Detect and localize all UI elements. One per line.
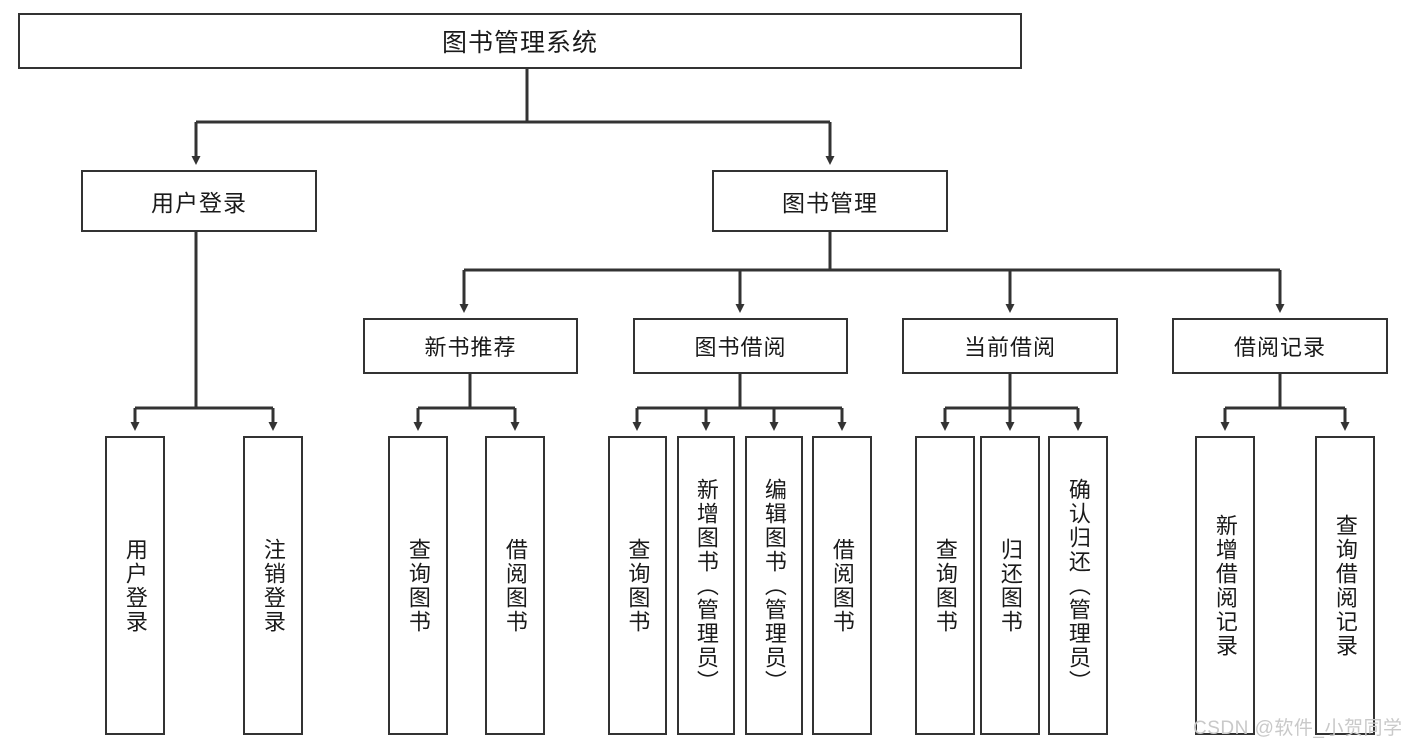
leaf-label: 用户登录 xyxy=(122,537,148,634)
leaf-add-borrow-record[interactable]: 新增借阅记录 xyxy=(1195,436,1255,735)
leaf-label: 编辑图书（管理员） xyxy=(761,477,787,694)
node-book-management[interactable]: 图书管理 xyxy=(712,170,948,232)
leaf-label: 借阅图书 xyxy=(829,537,855,634)
leaf-label: 注销登录 xyxy=(260,537,286,634)
watermark: CSDN @软件_小贺同学 xyxy=(1193,718,1403,739)
leaf-edit-book-admin[interactable]: 编辑图书（管理员） xyxy=(745,436,803,735)
leaf-user-logout[interactable]: 注销登录 xyxy=(243,436,303,735)
node-current-borrow[interactable]: 当前借阅 xyxy=(902,318,1118,374)
leaf-query-book-recommend[interactable]: 查询图书 xyxy=(388,436,448,735)
node-root-label: 图书管理系统 xyxy=(441,29,598,57)
node-book-borrow-label: 图书借阅 xyxy=(694,335,787,360)
leaf-label: 查询图书 xyxy=(405,537,431,634)
leaf-query-book-borrow[interactable]: 查询图书 xyxy=(608,436,667,735)
node-new-book-recommend[interactable]: 新书推荐 xyxy=(363,318,578,374)
node-borrow-record-label: 借阅记录 xyxy=(1233,335,1326,360)
leaf-label: 新增图书（管理员） xyxy=(693,477,719,694)
leaf-borrow-book-recommend[interactable]: 借阅图书 xyxy=(485,436,545,735)
leaf-label: 查询借阅记录 xyxy=(1332,513,1358,658)
leaf-label: 归还图书 xyxy=(997,537,1023,634)
node-new-book-recommend-label: 新书推荐 xyxy=(424,335,517,360)
leaf-borrow-book[interactable]: 借阅图书 xyxy=(812,436,872,735)
leaf-confirm-return-admin[interactable]: 确认归还（管理员） xyxy=(1048,436,1108,735)
node-current-borrow-label: 当前借阅 xyxy=(963,335,1056,360)
node-user-login[interactable]: 用户登录 xyxy=(81,170,317,232)
leaf-label: 借阅图书 xyxy=(502,537,528,634)
leaf-query-borrow-record[interactable]: 查询借阅记录 xyxy=(1315,436,1375,735)
node-book-borrow[interactable]: 图书借阅 xyxy=(633,318,848,374)
leaf-user-login[interactable]: 用户登录 xyxy=(105,436,165,735)
leaf-return-book[interactable]: 归还图书 xyxy=(980,436,1040,735)
node-root[interactable]: 图书管理系统 xyxy=(18,13,1022,69)
leaf-label: 查询图书 xyxy=(932,537,958,634)
leaf-label: 查询图书 xyxy=(625,537,651,634)
leaf-label: 新增借阅记录 xyxy=(1212,513,1238,658)
leaf-add-book-admin[interactable]: 新增图书（管理员） xyxy=(677,436,735,735)
leaf-label: 确认归还（管理员） xyxy=(1065,477,1091,694)
node-user-login-label: 用户登录 xyxy=(151,190,247,216)
node-book-management-label: 图书管理 xyxy=(782,190,878,216)
leaf-query-book-current[interactable]: 查询图书 xyxy=(915,436,975,735)
node-borrow-record[interactable]: 借阅记录 xyxy=(1172,318,1388,374)
